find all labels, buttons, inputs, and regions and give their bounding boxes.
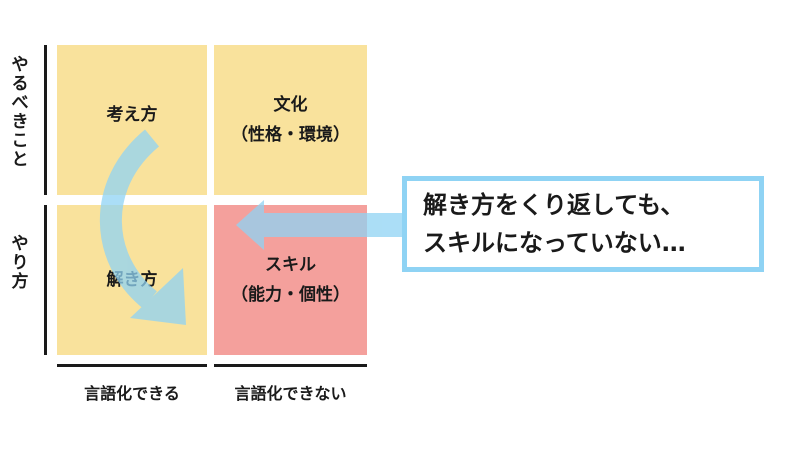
row-label-char: 方	[11, 272, 29, 292]
quadrant-bottom-left: 解き方	[57, 205, 207, 355]
quadrant-top-right: 文化 （性格・環境）	[214, 45, 367, 195]
quadrant-sublabel-skill: （能力・個性）	[231, 285, 350, 305]
quadrant-label-kangaekata: 考え方	[106, 105, 158, 125]
column-label-gengoka-dekiru: 言語化できる	[84, 384, 180, 403]
row-label-char: や	[11, 234, 29, 254]
axis-line-left	[57, 364, 207, 367]
callout-line-2: スキルになっていない…	[423, 229, 686, 257]
row-label-char: き	[11, 112, 29, 132]
row-label-yarikata: や り 方	[5, 235, 35, 292]
quadrant-label-bunka: 文化	[273, 95, 308, 115]
row-label-yarubekikoto: や る べ き こ と	[5, 56, 35, 170]
quadrant-top-left: 考え方	[57, 45, 207, 195]
column-label-gengoka-dekinai: 言語化できない	[234, 384, 347, 403]
axis-line-right	[214, 364, 367, 367]
row-label-char: る	[11, 74, 29, 94]
quadrant-bottom-right: スキル （能力・個性）	[214, 205, 367, 355]
quadrant-label-tokikata: 解き方	[106, 270, 158, 290]
row-label-char: べ	[11, 93, 29, 113]
row-label-char: や	[11, 55, 29, 75]
row-label-char: と	[11, 150, 29, 170]
row-label-char: り	[11, 253, 29, 273]
callout-box: 解き方をくり返しても、 スキルになっていない…	[402, 176, 764, 272]
row-label-char: こ	[11, 131, 29, 151]
callout-line-1: 解き方をくり返しても、	[423, 191, 685, 219]
axis-line-top	[44, 45, 47, 195]
quadrant-label-skill: スキル	[265, 255, 316, 275]
quadrant-sublabel-bunka: （性格・環境）	[231, 125, 350, 145]
axis-line-bottom	[44, 205, 47, 355]
